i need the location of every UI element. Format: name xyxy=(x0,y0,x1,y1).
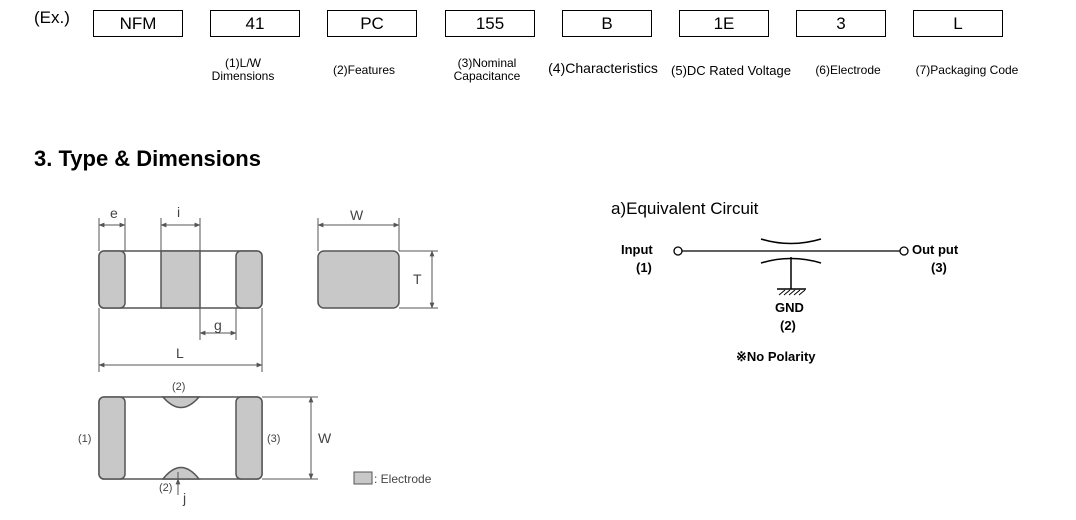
electrode-bottom-bottom-notch xyxy=(161,466,201,480)
caption-features-line1: (2)Features xyxy=(332,63,396,77)
label-pin2-top: (2) xyxy=(172,381,185,393)
caption-voltage: (5)DC Rated Voltage xyxy=(671,64,791,77)
label-g: g xyxy=(214,317,222,333)
label-pin3: (3) xyxy=(267,433,280,445)
caption-dimensions: (1)L/W Dimensions xyxy=(212,57,275,83)
chip-top-view xyxy=(98,250,263,309)
label-i: i xyxy=(177,204,180,220)
dim-W-top xyxy=(317,218,400,251)
section-title: 3. Type & Dimensions xyxy=(34,146,261,171)
caption-capacitance-line1: (3)Nominal xyxy=(457,56,517,70)
dim-e xyxy=(98,218,126,251)
equivalent-circuit: Input (1) Out put (3) GND (2) ※No Polari… xyxy=(621,238,959,364)
label-pin2-bottom: (2) xyxy=(159,482,172,494)
caption-dimensions-line2: Dimensions xyxy=(211,69,275,83)
code-box-voltage: 1E xyxy=(679,10,769,37)
code-box-series: NFM xyxy=(93,10,183,37)
code-box-characteristics: B xyxy=(562,10,652,37)
caption-packaging-line1: (7)Packaging Code xyxy=(915,63,1019,77)
dim-T xyxy=(399,250,438,309)
no-polarity-note: ※No Polarity xyxy=(736,349,816,364)
label-W-side: W xyxy=(318,430,332,446)
electrode-bottom-top-notch xyxy=(161,396,201,409)
circuit-gnd-pin: (2) xyxy=(780,318,796,333)
code-box-packaging: L xyxy=(913,10,1003,37)
circuit-title: a)Equivalent Circuit xyxy=(611,199,759,218)
caption-characteristics-line1: (4)Characteristics xyxy=(548,60,658,76)
electrode-legend-swatch xyxy=(353,471,373,485)
code-box-dimensions: 41 xyxy=(210,10,300,37)
input-terminal-icon xyxy=(673,246,683,256)
label-T: T xyxy=(413,271,422,287)
chip-end-view xyxy=(317,250,400,309)
label-pin1: (1) xyxy=(78,433,91,445)
electrode-center xyxy=(160,250,201,309)
chip-bottom-view xyxy=(98,396,263,480)
dim-g xyxy=(199,308,237,340)
code-box-electrode: 3 xyxy=(796,10,886,37)
label-L: L xyxy=(176,345,184,361)
label-e: e xyxy=(110,205,118,221)
ground-icon xyxy=(777,288,806,296)
electrode-right xyxy=(235,250,263,309)
dim-L xyxy=(98,308,263,372)
caption-electrode: (6)Electrode xyxy=(815,64,880,77)
caption-voltage-line1: (5)DC Rated Voltage xyxy=(671,63,791,78)
electrode-legend-text: : Electrode xyxy=(374,472,432,486)
caption-dimensions-line1: (1)L/W xyxy=(224,56,261,70)
caption-capacitance: (3)Nominal Capacitance xyxy=(454,57,521,83)
code-box-features: PC xyxy=(327,10,417,37)
circuit-gnd-label: GND xyxy=(775,300,804,315)
circuit-output-pin: (3) xyxy=(931,260,947,275)
code-box-capacitance: 155 xyxy=(445,10,535,37)
example-label: (Ex.) xyxy=(34,8,70,27)
caption-electrode-line1: (6)Electrode xyxy=(815,63,881,77)
capacitor-top-plate-icon xyxy=(760,238,822,245)
electrode-left xyxy=(98,250,126,309)
dim-W-side xyxy=(262,396,318,480)
caption-features: (2)Features xyxy=(333,64,395,77)
output-terminal-icon xyxy=(899,246,909,256)
dim-i xyxy=(160,218,201,251)
label-W-top: W xyxy=(350,207,364,223)
label-j: j xyxy=(182,490,186,506)
caption-packaging: (7)Packaging Code xyxy=(916,64,1019,77)
electrode-bottom-right xyxy=(235,396,263,480)
circuit-input-label: Input xyxy=(621,242,653,257)
caption-capacitance-line2: Capacitance xyxy=(453,69,521,83)
electrode-bottom-left xyxy=(98,396,126,480)
circuit-output-label: Out put xyxy=(912,242,959,257)
caption-characteristics: (4)Characteristics xyxy=(548,60,658,76)
circuit-input-pin: (1) xyxy=(636,260,652,275)
